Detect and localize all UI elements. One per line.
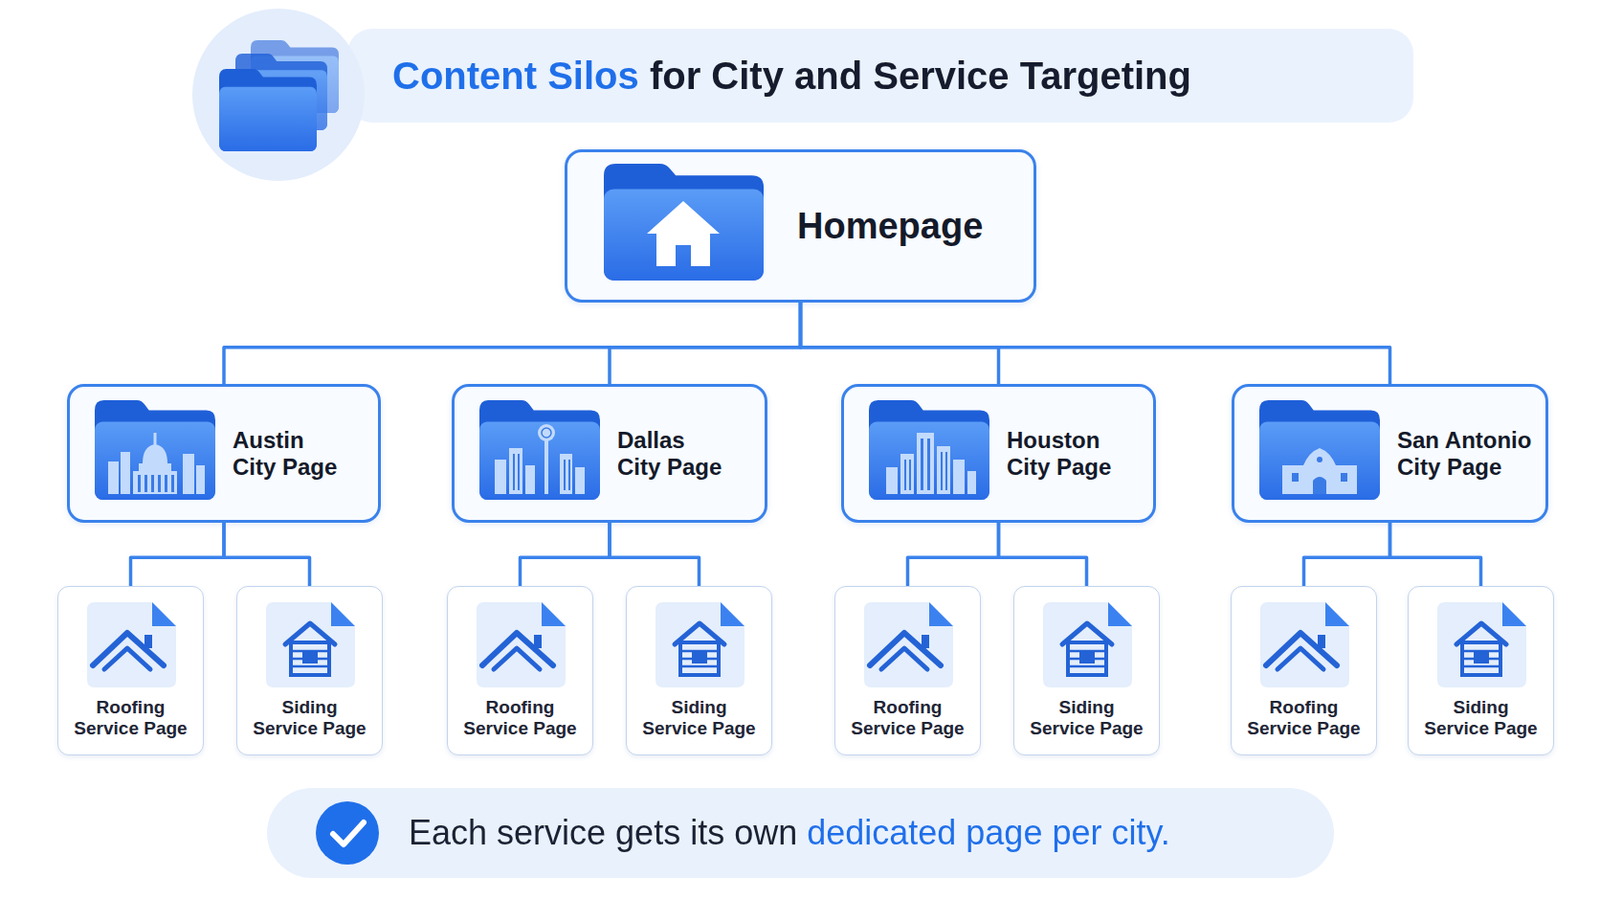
diagram-title: Content Silos for City and Service Targe… (392, 54, 1192, 98)
service-page-box: Roofing Service Page (834, 585, 981, 756)
city-page-box: Houston City Page (841, 383, 1156, 523)
tree-connector (609, 522, 700, 586)
tree-connector (609, 302, 801, 384)
service-label: Roofing Service Page (1246, 696, 1361, 739)
city-label: Dallas City Page (617, 426, 723, 481)
tree-connector (223, 302, 801, 384)
service-label: Siding Service Page (1029, 696, 1144, 739)
city-page-box: Austin City Page (66, 383, 381, 523)
city-label: San Antonio City Page (1397, 426, 1533, 481)
service-page-box: Roofing Service Page (1230, 585, 1378, 756)
tree-connector (131, 522, 225, 586)
tree-connector (908, 522, 1000, 586)
diagram-caption: Each service gets its own dedicated page… (408, 812, 1171, 853)
tree-connector (999, 522, 1088, 586)
homepage-box: Homepage (564, 149, 1037, 303)
tree-connector (1304, 522, 1391, 586)
service-label: Roofing Service Page (73, 696, 188, 739)
service-page-box: Roofing Service Page (57, 585, 204, 756)
service-label: Roofing Service Page (850, 696, 965, 739)
homepage-label: Homepage (797, 205, 983, 247)
tree-connector (223, 522, 311, 586)
check-mark (333, 822, 364, 845)
service-label: Siding Service Page (252, 696, 367, 739)
service-page-box: Siding Service Page (1013, 585, 1160, 756)
service-page-box: Siding Service Page (1407, 585, 1555, 756)
city-page-box: Dallas City Page (451, 383, 768, 523)
title-icon-circle (192, 8, 365, 181)
service-page-box: Roofing Service Page (446, 585, 594, 756)
caption-pill (266, 787, 1334, 878)
service-label: Roofing Service Page (463, 696, 578, 739)
tree-connector (1390, 522, 1482, 586)
service-page-box: Siding Service Page (236, 585, 383, 756)
title-pill (347, 28, 1414, 123)
city-page-box: San Antonio City Page (1231, 383, 1549, 523)
title-folder-front (219, 68, 317, 152)
service-label: Siding Service Page (1423, 696, 1538, 739)
tree-connector (800, 302, 1391, 384)
service-label: Siding Service Page (642, 696, 756, 739)
city-label: Austin City Page (232, 426, 338, 481)
tree-connector (800, 302, 1000, 384)
city-label: Houston City Page (1006, 426, 1112, 481)
tree-connector (520, 522, 611, 586)
service-page-box: Siding Service Page (625, 585, 773, 756)
check-circle (315, 800, 379, 865)
